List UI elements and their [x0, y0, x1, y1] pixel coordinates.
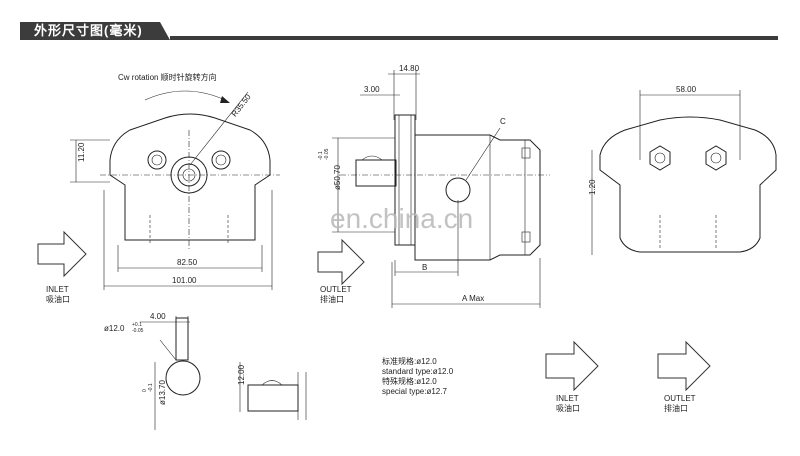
shaft-tol-outer-upper: 0 [142, 389, 148, 392]
bottom-outlet-en: OUTLET [664, 394, 696, 403]
shaft-detail: 4.00 ø12.0 +0.1 -0.05 ø13.70 0 -0.1 12.0… [104, 312, 307, 430]
nut-right-icon [705, 145, 727, 171]
spec-notes: 标准规格:ø12.0 standard type:ø12.0 特殊规格:ø12.… [382, 356, 454, 396]
note-line-3: 特殊规格:ø12.0 [382, 376, 437, 386]
port-c [445, 177, 471, 203]
label-b: B [422, 263, 427, 272]
dim-holes-label: 82.50 [177, 258, 198, 267]
tol-shaft-lower: -0.05 [324, 148, 330, 160]
dim-shaft-label: ø50.70 [333, 165, 342, 190]
bottom-inlet-arrow-icon [545, 340, 599, 392]
shaft-tol-outer-lower: -0.1 [148, 383, 154, 392]
label-a-max: A Max [462, 294, 484, 303]
note-line-1: 标准规格:ø12.0 [382, 356, 437, 366]
nut-left-icon [649, 145, 671, 171]
label-c: C [500, 117, 506, 126]
shaft-dim-dia-label: ø12.0 [104, 324, 125, 333]
shaft-tol-dia-upper: +0.1 [132, 322, 142, 328]
shaft-tol-dia-lower: -0.05 [132, 328, 144, 334]
note-line-2: standard type:ø12.0 [382, 367, 454, 376]
inlet-label-en: INLET [46, 285, 69, 294]
outlet-label-zh: 排油口 [320, 294, 344, 304]
shaft-dim-key-label: 4.00 [150, 312, 166, 321]
dim-height-label: 11.20 [77, 142, 86, 162]
page-title: 外形尺寸图(毫米) [34, 23, 143, 38]
bolt-hole-right [211, 150, 231, 170]
side-view: 14.80 3.00 C ø50.70 -0.1 -0.05 [317, 64, 550, 308]
note-line-4: special type:ø12.7 [382, 387, 447, 396]
rear-dim-height-label: 1.20 [588, 179, 597, 195]
outlet-label-en: OUTLET [320, 285, 352, 294]
bottom-inlet-en: INLET [556, 394, 579, 403]
dim-width-label: 101.00 [172, 276, 197, 285]
tol-shaft-upper: -0.1 [318, 151, 324, 160]
shaft-dim-outer-label: ø13.70 [158, 380, 167, 405]
rotation-note: Cw rotation 顺时针旋转方向 [118, 72, 217, 82]
bottom-outlet-arrow-icon [657, 340, 711, 392]
bolt-hole-left [147, 150, 167, 170]
bottom-outlet-zh: 排油口 [664, 403, 688, 413]
dim-top-label: 14.80 [399, 64, 420, 73]
rear-view: 58.00 1.20 [588, 85, 777, 255]
bottom-inlet-zh: 吸油口 [556, 403, 580, 413]
rear-dim-width-label: 58.00 [676, 85, 697, 94]
outlet-arrow-icon [317, 238, 365, 286]
front-view: Cw rotation 顺时针旋转方向 R35.50 11.20 82.50 [37, 72, 280, 304]
inlet-arrow-icon [37, 230, 87, 278]
radius-label: R35.50 [230, 92, 253, 118]
bottom-ports: INLET 吸油口 OUTLET 排油口 [545, 340, 711, 413]
watermark: en.china.cn [330, 203, 473, 234]
shaft-section [165, 360, 201, 396]
shaft [355, 159, 397, 187]
header-bar [20, 22, 778, 40]
dim-flange-label: 3.00 [364, 85, 380, 94]
inlet-label-zh: 吸油口 [46, 294, 70, 304]
shaft-dim-height-label: 12.00 [237, 364, 246, 385]
